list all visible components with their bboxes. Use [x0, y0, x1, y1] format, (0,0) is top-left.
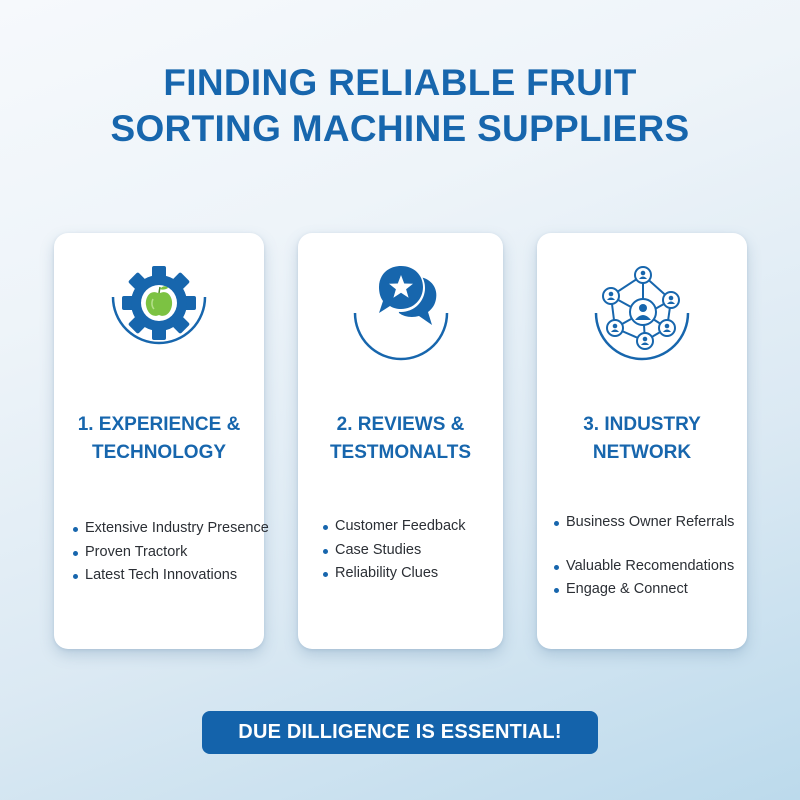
card-icon-area — [54, 233, 264, 373]
card-title-line-1: 2. REVIEWS & — [336, 414, 465, 435]
card-title-line-2: TECHNOLOGY — [91, 442, 227, 463]
bullet-item: Business Owner Referrals — [553, 511, 734, 535]
bullet-list: Extensive Industry Presence Proven Tract… — [72, 517, 269, 588]
bullet-item: Proven Tractork — [72, 541, 269, 565]
bullet-item: Reliability Clues — [322, 562, 466, 586]
gear-with-apple-icon — [111, 266, 207, 345]
page-title-line-2: SORTING MACHINE SUPPLIERS — [110, 108, 690, 149]
card-title-line-1: 3. INDUSTRY — [583, 414, 701, 435]
card-icon-area — [298, 233, 503, 373]
card-title-line-2: NETWORK — [592, 442, 692, 463]
card-industry-network: 3. INDUSTRY NETWORK Business Owner Refer… — [537, 233, 747, 649]
people-network-icon — [594, 266, 690, 361]
card-title-line-2: TESTMONALTS — [329, 442, 472, 463]
bullet-item: Extensive Industry Presence — [72, 517, 269, 541]
bullet-list: Customer Feedback Case Studies Reliabili… — [322, 515, 466, 586]
card-icon-area — [537, 233, 747, 373]
bullet-item: Customer Feedback — [322, 515, 466, 539]
card-title-line-1: 1. EXPERIENCE & — [77, 414, 241, 435]
card-experience-technology: 1. EXPERIENCE & TECHNOLOGY Extensive Ind… — [54, 233, 269, 649]
due-diligence-banner: DUE DILLIGENCE IS ESSENTIAL! — [202, 711, 598, 754]
bullet-item: Valuable Recomendations — [553, 555, 734, 579]
bullet-item: Engage & Connect — [553, 578, 734, 602]
bullet-item: Latest Tech Innovations — [72, 564, 269, 588]
page-title: FINDING RELIABLE FRUIT SORTING MACHINE S… — [0, 60, 800, 152]
card-title: 1. EXPERIENCE & TECHNOLOGY — [54, 411, 264, 467]
card-title: 2. REVIEWS & TESTMONALTS — [298, 411, 503, 467]
page-title-line-1: FINDING RELIABLE FRUIT — [163, 62, 637, 103]
bullet-list: Business Owner Referrals Valuable Recome… — [553, 511, 734, 602]
chat-bubbles-star-icon — [353, 264, 448, 361]
card-reviews-testimonials: 2. REVIEWS & TESTMONALTS Customer Feedba… — [298, 233, 503, 649]
bullet-item: Case Studies — [322, 539, 466, 563]
card-title: 3. INDUSTRY NETWORK — [537, 411, 747, 467]
